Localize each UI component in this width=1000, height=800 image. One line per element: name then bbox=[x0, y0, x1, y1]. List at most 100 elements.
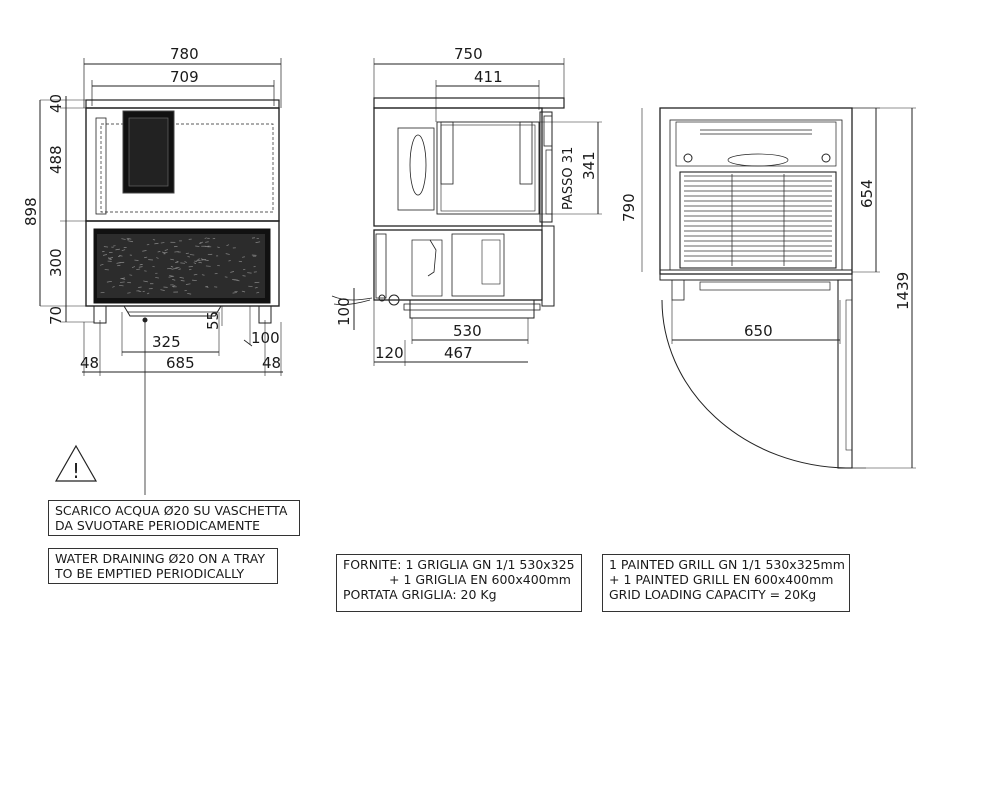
dim-48-right: 48 bbox=[262, 354, 281, 372]
note-line: FORNITE: 1 GRIGLIA GN 1/1 530x325 bbox=[343, 557, 575, 572]
grille-mark bbox=[256, 291, 260, 294]
dim-467: 467 bbox=[444, 344, 473, 362]
grille-mark bbox=[121, 278, 126, 280]
grille-mark bbox=[117, 264, 121, 267]
grille-mark bbox=[178, 268, 181, 270]
grille-mark bbox=[226, 244, 230, 246]
dim-341: 341 bbox=[580, 151, 598, 180]
front-view bbox=[39, 58, 283, 495]
grille-mark bbox=[120, 277, 125, 280]
note-supply-english: 1 PAINTED GRILL GN 1/1 530x325mm + 1 PAI… bbox=[602, 554, 850, 612]
grille-mark bbox=[230, 271, 235, 273]
grille-mark bbox=[143, 280, 148, 283]
side-view-dimensions: 750 411 PASSO 31 341 100 530 120 467 bbox=[335, 45, 598, 362]
grille-mark bbox=[198, 261, 202, 264]
grille-mark bbox=[146, 243, 150, 246]
grille-mark bbox=[160, 289, 165, 291]
grille-mark bbox=[193, 262, 197, 265]
grille-mark bbox=[112, 286, 115, 288]
note-line: + 1 GRIGLIA EN 600x400mm bbox=[389, 572, 571, 587]
grille-mark bbox=[176, 260, 179, 263]
grille-mark bbox=[154, 242, 159, 245]
dim-411: 411 bbox=[474, 68, 503, 86]
grille-mark bbox=[156, 257, 159, 259]
note-line: SCARICO ACQUA Ø20 SU VASCHETTA bbox=[55, 503, 288, 518]
grille-mark bbox=[131, 266, 136, 268]
dim-300: 300 bbox=[47, 248, 65, 277]
top-view-grill-bars bbox=[684, 174, 832, 266]
grille-mark bbox=[205, 241, 209, 243]
grille-mark bbox=[228, 260, 231, 262]
note-line: GRID LOADING CAPACITY = 20Kg bbox=[609, 587, 817, 602]
grille-mark bbox=[194, 260, 198, 262]
grille-mark bbox=[187, 256, 191, 258]
dim-654: 654 bbox=[858, 179, 876, 208]
grille-mark bbox=[184, 261, 187, 263]
dim-40: 40 bbox=[47, 94, 65, 113]
note-line: + 1 PAINTED GRILL EN 600x400mm bbox=[609, 572, 834, 587]
note-drain-english: WATER DRAINING Ø20 ON A TRAY TO BE EMPTI… bbox=[48, 548, 278, 584]
label-passo: PASSO 31 bbox=[561, 147, 576, 210]
dim-898: 898 bbox=[22, 197, 40, 226]
grille-mark bbox=[205, 285, 208, 288]
grille-mark bbox=[170, 266, 174, 268]
svg-text:!: ! bbox=[72, 459, 80, 483]
grille-mark bbox=[106, 280, 112, 283]
note-line: 1 PAINTED GRILL GN 1/1 530x325mm bbox=[609, 557, 845, 572]
grille-mark bbox=[204, 237, 207, 239]
dim-120: 120 bbox=[375, 344, 404, 362]
grille-mark bbox=[197, 258, 200, 260]
grille-mark bbox=[185, 283, 191, 285]
grille-mark bbox=[185, 252, 189, 254]
grille-mark bbox=[201, 259, 206, 261]
dim-790: 790 bbox=[620, 193, 638, 222]
grille-mark bbox=[170, 258, 175, 261]
grille-mark bbox=[204, 259, 209, 261]
grille-mark bbox=[121, 238, 126, 240]
dim-100-drain: 100 bbox=[335, 297, 353, 326]
grille-mark bbox=[126, 238, 130, 241]
grille-mark bbox=[119, 255, 123, 257]
grille-mark bbox=[175, 266, 180, 269]
grille-mark bbox=[142, 250, 147, 252]
dim-750: 750 bbox=[454, 45, 483, 63]
grille-mark bbox=[242, 268, 246, 271]
grille-mark bbox=[180, 280, 185, 282]
dim-70: 70 bbox=[47, 306, 65, 325]
grille-mark bbox=[255, 241, 261, 243]
grille-mark bbox=[254, 287, 258, 289]
grille-mark bbox=[238, 260, 243, 263]
grille-mark bbox=[128, 240, 134, 243]
dim-488: 488 bbox=[47, 145, 65, 174]
grille-mark bbox=[201, 274, 205, 276]
grille-mark bbox=[232, 292, 237, 294]
grille-mark bbox=[157, 251, 161, 253]
grille-mark bbox=[241, 290, 246, 293]
grille-mark bbox=[138, 266, 143, 268]
grille-mark bbox=[127, 292, 131, 294]
grille-mark bbox=[193, 273, 198, 276]
grille-mark bbox=[99, 263, 104, 266]
dim-530: 530 bbox=[453, 322, 482, 340]
grille-mark bbox=[172, 267, 178, 270]
grille-mark bbox=[138, 286, 142, 288]
grille-mark bbox=[103, 254, 108, 256]
grille-mark bbox=[242, 256, 245, 258]
grille-mark bbox=[108, 257, 112, 259]
front-view-grille-pattern bbox=[99, 237, 261, 295]
grille-mark bbox=[179, 277, 185, 279]
note-drain-italian: SCARICO ACQUA Ø20 SU VASCHETTA DA SVUOTA… bbox=[48, 500, 300, 536]
dim-650: 650 bbox=[744, 322, 773, 340]
dim-685: 685 bbox=[166, 354, 195, 372]
grille-mark bbox=[119, 284, 124, 287]
grille-mark bbox=[155, 277, 159, 279]
grille-mark bbox=[100, 291, 105, 294]
note-supply-italian: FORNITE: 1 GRIGLIA GN 1/1 530x325 + 1 GR… bbox=[336, 554, 582, 612]
grille-mark bbox=[205, 245, 210, 247]
grille-mark bbox=[170, 268, 174, 270]
grille-mark bbox=[254, 281, 260, 284]
grille-mark bbox=[146, 292, 150, 295]
grille-mark bbox=[136, 268, 141, 271]
grille-mark bbox=[160, 242, 165, 244]
